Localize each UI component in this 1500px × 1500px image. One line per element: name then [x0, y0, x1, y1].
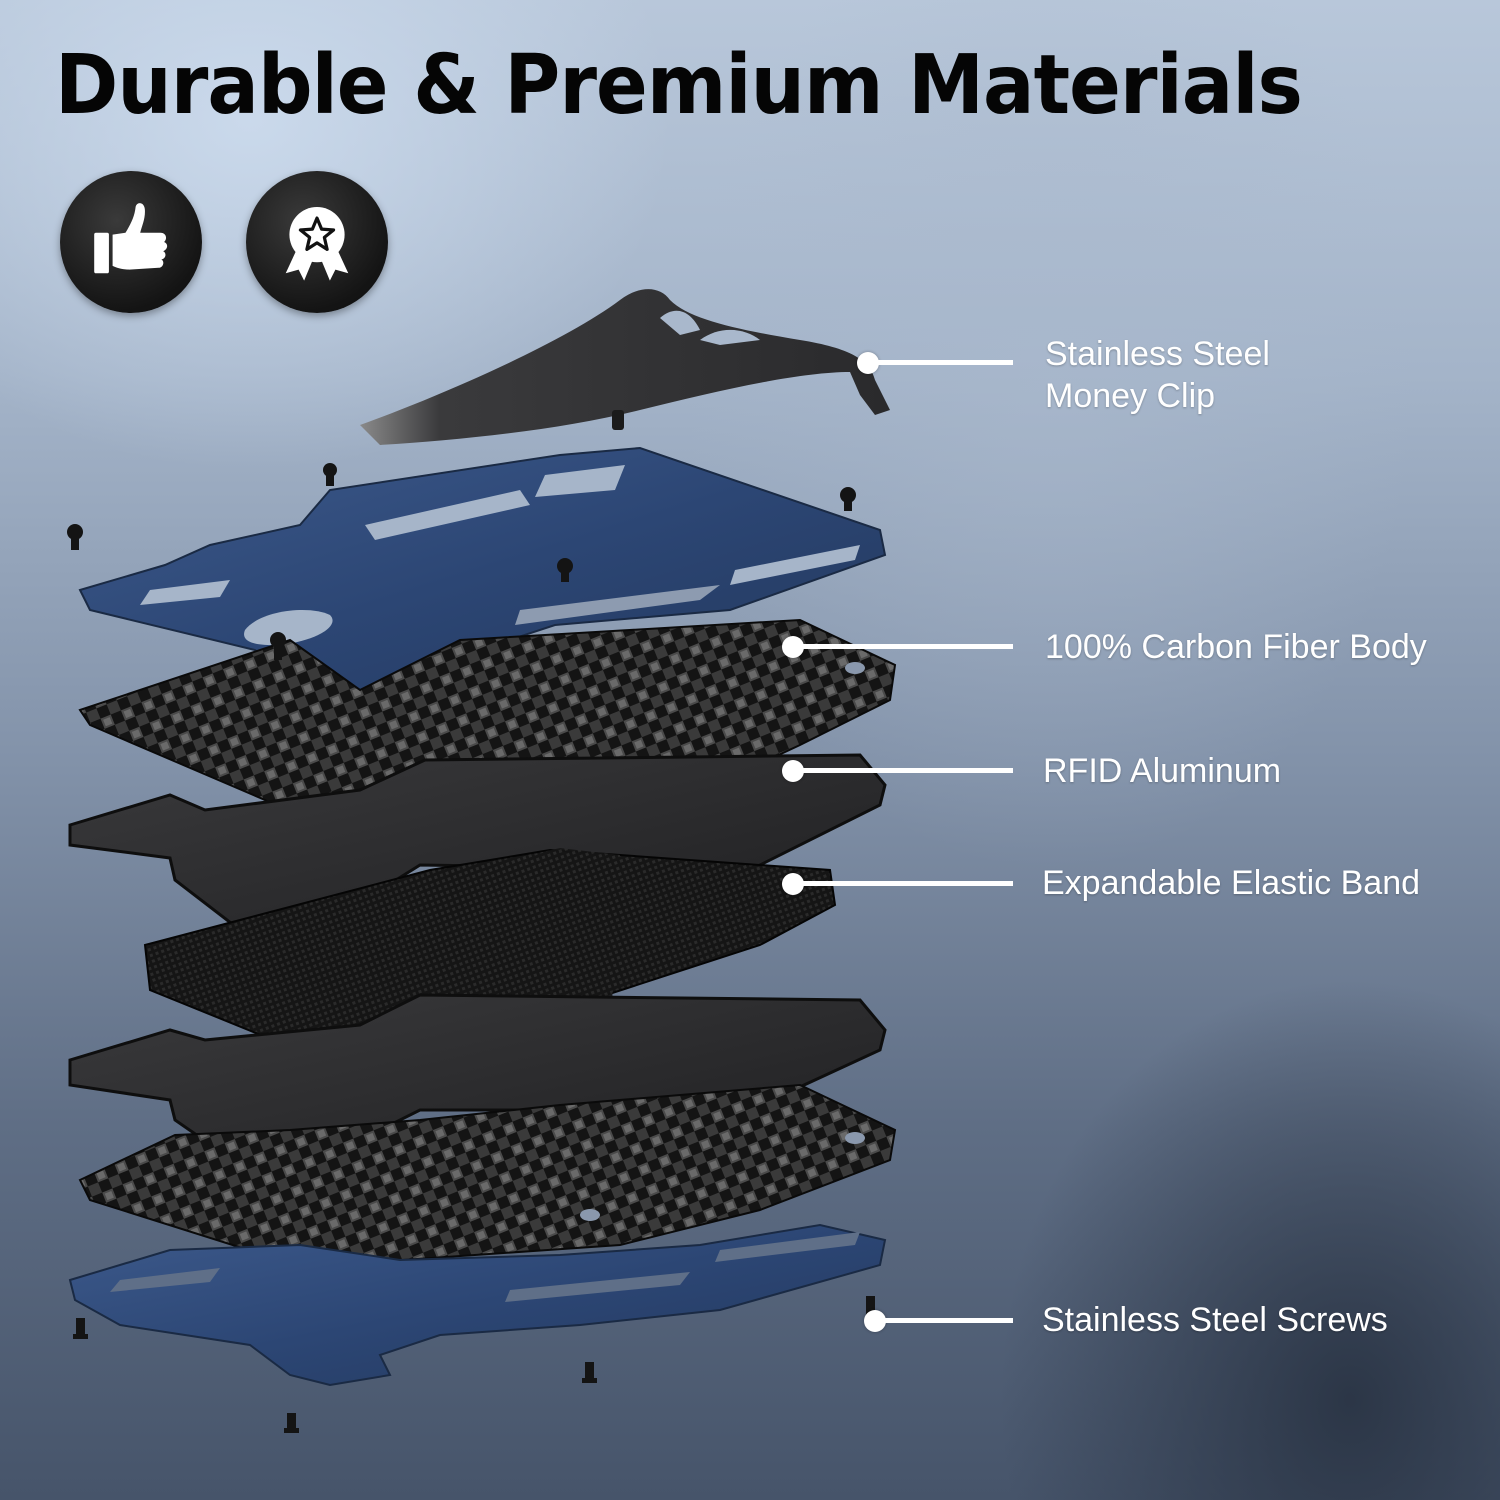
screw-icon	[67, 524, 83, 550]
screw-icon	[840, 487, 856, 511]
screw-icon	[270, 632, 286, 660]
thumbs-up-badge	[60, 171, 202, 313]
callout-label-line2: Money Clip	[1045, 377, 1216, 415]
screw-icon	[557, 558, 573, 582]
callout-label: 100% Carbon Fiber Body	[1045, 628, 1427, 666]
callout-label: Expandable Elastic Band	[1042, 864, 1421, 902]
bottom-frame-plate-part	[68, 1223, 887, 1387]
callout-line	[793, 881, 1013, 886]
callout-label: Stainless Steel Screws	[1042, 1301, 1388, 1339]
award-badge	[246, 171, 388, 313]
callout-line	[875, 1318, 1013, 1323]
callout-label: Stainless Steel Money Clip	[1045, 333, 1270, 417]
screw-icon	[73, 1318, 88, 1339]
page-title: Durable & Premium Materials	[55, 38, 1303, 133]
screw-icon	[582, 1362, 597, 1383]
callout-label: RFID Aluminum	[1043, 752, 1282, 790]
callout-label-line1: Stainless Steel	[1045, 335, 1270, 373]
screw-icon	[323, 463, 337, 486]
screws-part	[67, 463, 875, 1433]
callout-line	[793, 768, 1013, 773]
callout-line	[868, 360, 1013, 365]
screw-icon	[866, 1296, 875, 1316]
award-ribbon-star-icon	[285, 207, 349, 281]
money-clip-part	[360, 289, 890, 445]
screw-icon	[284, 1413, 299, 1433]
thumbs-up-icon	[94, 203, 168, 274]
callout-line	[793, 644, 1013, 649]
